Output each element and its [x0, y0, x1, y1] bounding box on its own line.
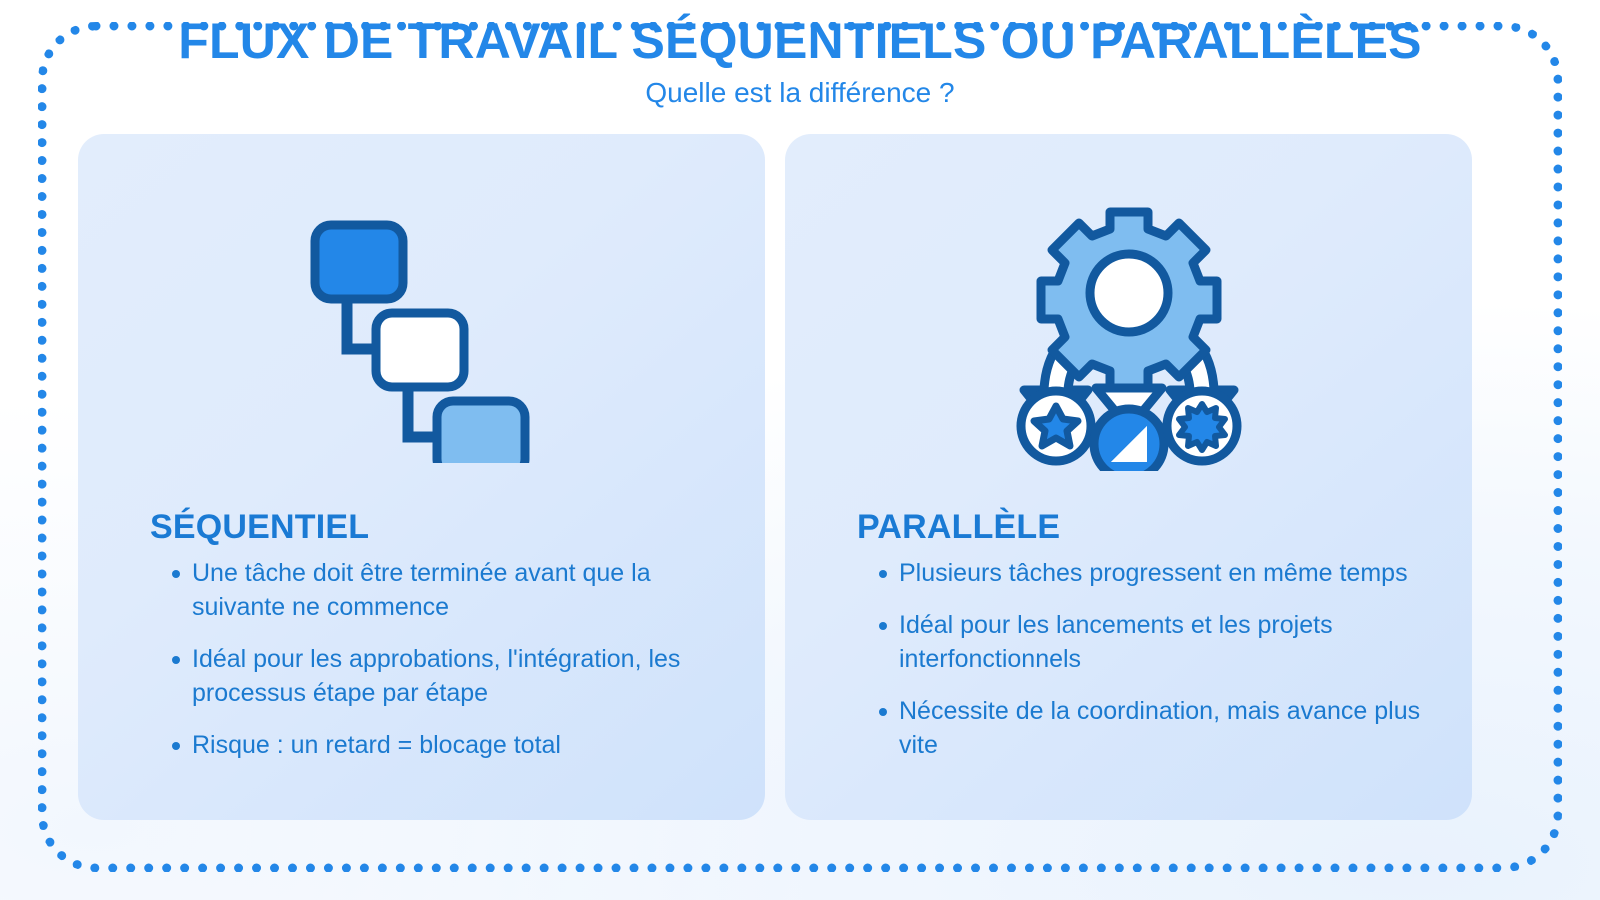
- list-item: Idéal pour les approbations, l'intégrati…: [150, 642, 731, 710]
- list-item: Une tâche doit être terminée avant que l…: [150, 556, 731, 624]
- list-item: Plusieurs tâches progressent en même tem…: [857, 556, 1438, 590]
- star-badge-icon: [1016, 386, 1095, 465]
- list-item: Idéal pour les lancements et les projets…: [857, 608, 1438, 676]
- bullet-list-parallele: Plusieurs tâches progressent en même tem…: [857, 556, 1438, 762]
- page-subtitle: Quelle est la différence ?: [645, 77, 955, 108]
- list-item: Risque : un retard = blocage total: [150, 728, 731, 762]
- gear-icon: [1036, 207, 1221, 392]
- comparison-cards: SÉQUENTIEL Une tâche doit être terminée …: [78, 134, 1472, 820]
- card-heading-parallele: PARALLÈLE: [857, 508, 1061, 546]
- card-body-sequentiel: SÉQUENTIEL Une tâche doit être terminée …: [150, 506, 731, 762]
- card-parallele: PARALLÈLE Plusieurs tâches progressent e…: [785, 134, 1472, 820]
- slice-badge-icon: [1089, 404, 1168, 471]
- flower-badge-icon: [1162, 386, 1241, 465]
- card-sequentiel: SÉQUENTIEL Une tâche doit être terminée …: [78, 134, 765, 820]
- bullet-list-sequentiel: Une tâche doit être terminée avant que l…: [150, 556, 731, 762]
- sequential-workflow-icon: [78, 188, 765, 488]
- poster-header: FLUX DE TRAVAIL SÉQUENTIELS OU PARALLÈLE…: [0, 0, 1600, 110]
- card-body-parallele: PARALLÈLE Plusieurs tâches progressent e…: [857, 506, 1438, 762]
- list-item: Nécessite de la coordination, mais avanc…: [857, 694, 1438, 762]
- card-heading-sequentiel: SÉQUENTIEL: [150, 508, 370, 546]
- parallel-workflow-icon: [785, 188, 1472, 488]
- page-title: FLUX DE TRAVAIL SÉQUENTIELS OU PARALLÈLE…: [178, 13, 1422, 69]
